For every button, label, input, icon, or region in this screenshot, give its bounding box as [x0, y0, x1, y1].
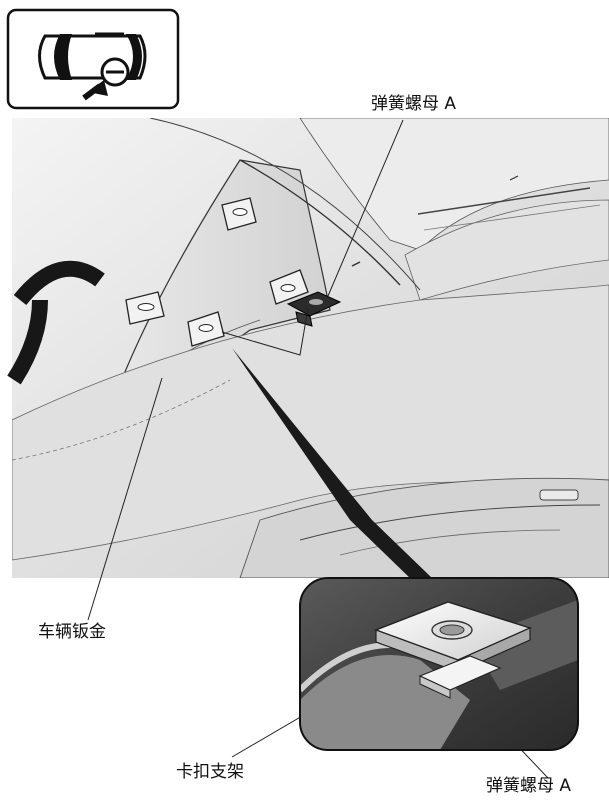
spring-nut-a-installed	[286, 291, 342, 327]
watermark-stroke	[7, 299, 48, 385]
clip-bracket-left	[125, 291, 165, 325]
watermark-stroke	[13, 260, 105, 306]
clip-bracket-lower	[187, 311, 225, 347]
label-spring-nut-a-bottom: 弹簧螺母 A	[486, 776, 572, 796]
label-vehicle-sheet-metal: 车辆钣金	[38, 622, 106, 642]
clip-bracket-upper	[221, 197, 257, 231]
clip-bracket-right	[269, 269, 309, 305]
label-spring-nut-a-top: 弹簧螺母 A	[371, 94, 457, 114]
vehicle-top-view-icon	[6, 8, 180, 110]
vehicle-panel-illustration	[12, 118, 609, 578]
label-clip-bracket: 卡扣支架	[176, 762, 244, 782]
spring-nut-a-detail	[374, 601, 532, 699]
inset-detail-view	[299, 577, 579, 751]
